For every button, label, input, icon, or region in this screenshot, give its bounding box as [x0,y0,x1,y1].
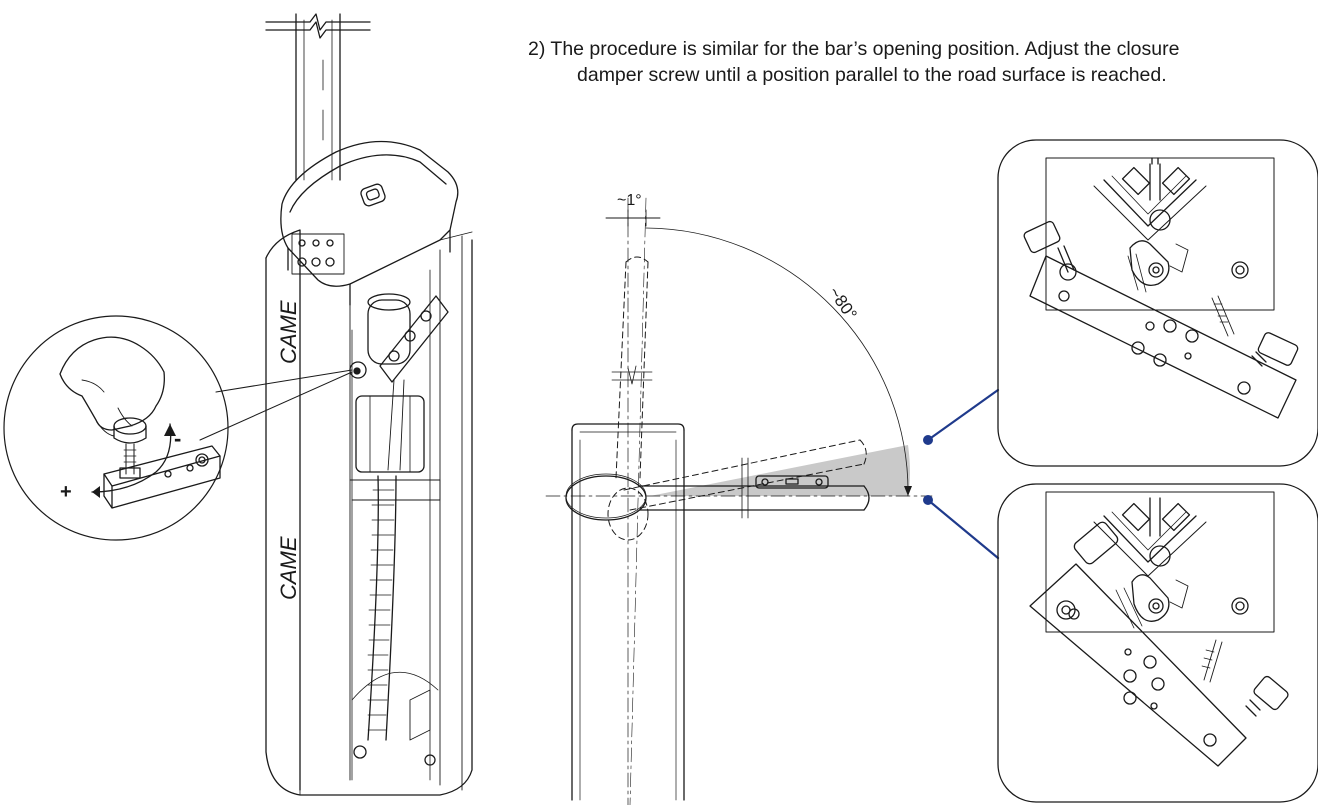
boom-horizontal [565,365,870,521]
tilt-angle-label: ~1° [617,192,642,209]
barrier-housing: CAME CAME [265,13,473,796]
plus-arrow-icon [92,486,100,498]
boom-vertical [265,13,371,181]
minus-label: - [174,426,181,451]
plus-label: + [60,481,72,503]
arc-dimension [645,227,909,497]
detail-callout: + - [3,315,353,541]
instruction-line-2: damper screw until a position parallel t… [577,64,1167,86]
cabinet-body [265,229,473,796]
leader-dot-upper [923,435,933,445]
instruction-paragraph: 2) The procedure is similar for the bar’… [528,36,1318,88]
instruction-line-1: 2) The procedure is similar for the bar’… [528,38,1180,60]
detail-panel-upper [997,139,1318,467]
cover-box [280,140,459,306]
minus-arrow-icon [164,424,176,436]
angle-diagram: ~1° ~80° [545,192,933,805]
arc-angle-label: ~80° [825,283,861,323]
boom-pivot-hub [565,475,647,521]
leader-lines [923,388,1000,560]
detail-panel-lower [997,483,1318,803]
spirit-level [755,475,829,489]
came-logo-top: CAME [276,300,301,364]
came-logo-bottom: CAME [276,536,301,600]
hand-illustration [59,336,165,431]
leader-dot-lower [923,495,933,505]
cabinet-front [571,423,685,801]
shaded-angle-wedge [650,445,910,496]
